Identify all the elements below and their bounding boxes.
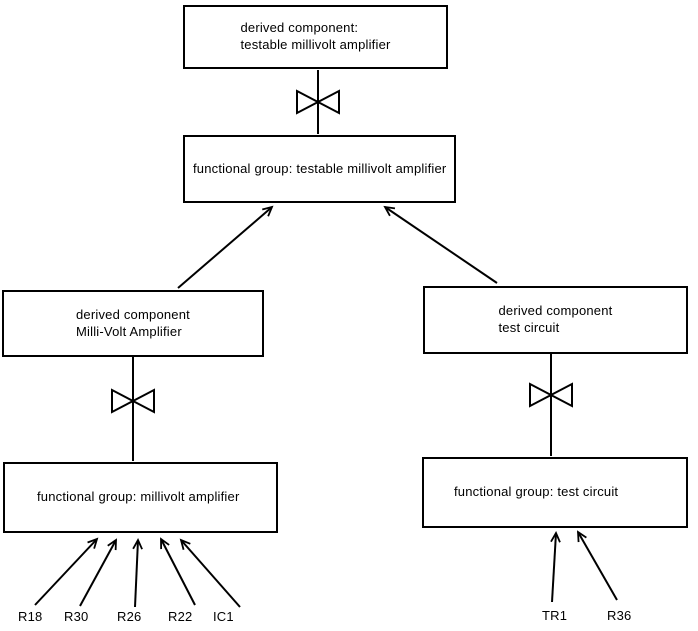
- arrow-r30: [79, 538, 117, 607]
- arrow-derived-test-to-fg-testable: [383, 205, 498, 284]
- arrow-r22: [160, 537, 196, 606]
- box-derived-testable-millivolt-amplifier: derived component: testable millivolt am…: [183, 5, 448, 69]
- component-label-r22: R22: [168, 609, 193, 624]
- box-functional-group-test-circuit: functional group: test circuit: [422, 457, 688, 528]
- bowtie-icon-right: [529, 382, 573, 408]
- box-functional-group-millivolt-amplifier: functional group: millivolt amplifier: [3, 462, 278, 533]
- box-derived-test-circuit: derived component test circuit: [423, 286, 688, 354]
- component-label-r26: R26: [117, 609, 142, 624]
- arrow-r18: [34, 537, 99, 606]
- bowtie-icon-top: [296, 89, 340, 115]
- component-label-r18: R18: [18, 609, 43, 624]
- component-label-ic1: IC1: [213, 609, 234, 624]
- box-label: derived component Milli-Volt Amplifier: [76, 306, 190, 339]
- component-label-tr1: TR1: [542, 608, 568, 623]
- box-label: functional group: millivolt amplifier: [37, 489, 240, 505]
- component-label-r36: R36: [607, 608, 632, 623]
- component-label-r30: R30: [64, 609, 89, 624]
- box-label: functional group: test circuit: [454, 484, 619, 500]
- box-label: derived component: testable millivolt am…: [240, 20, 391, 52]
- arrow-ic1: [179, 538, 241, 608]
- box-derived-milli-volt-amplifier: derived component Milli-Volt Amplifier: [2, 290, 264, 357]
- arrow-r36: [576, 530, 618, 601]
- box-functional-group-testable-millivolt-amplifier: functional group: testable millivolt amp…: [183, 135, 456, 203]
- arrow-tr1: [550, 530, 561, 603]
- arrow-derived-mva-to-fg-testable: [177, 205, 274, 289]
- arrow-r26: [132, 537, 143, 608]
- box-label: derived component test circuit: [498, 303, 613, 335]
- box-label: functional group: testable millivolt amp…: [193, 160, 447, 176]
- bowtie-icon-left: [111, 388, 155, 414]
